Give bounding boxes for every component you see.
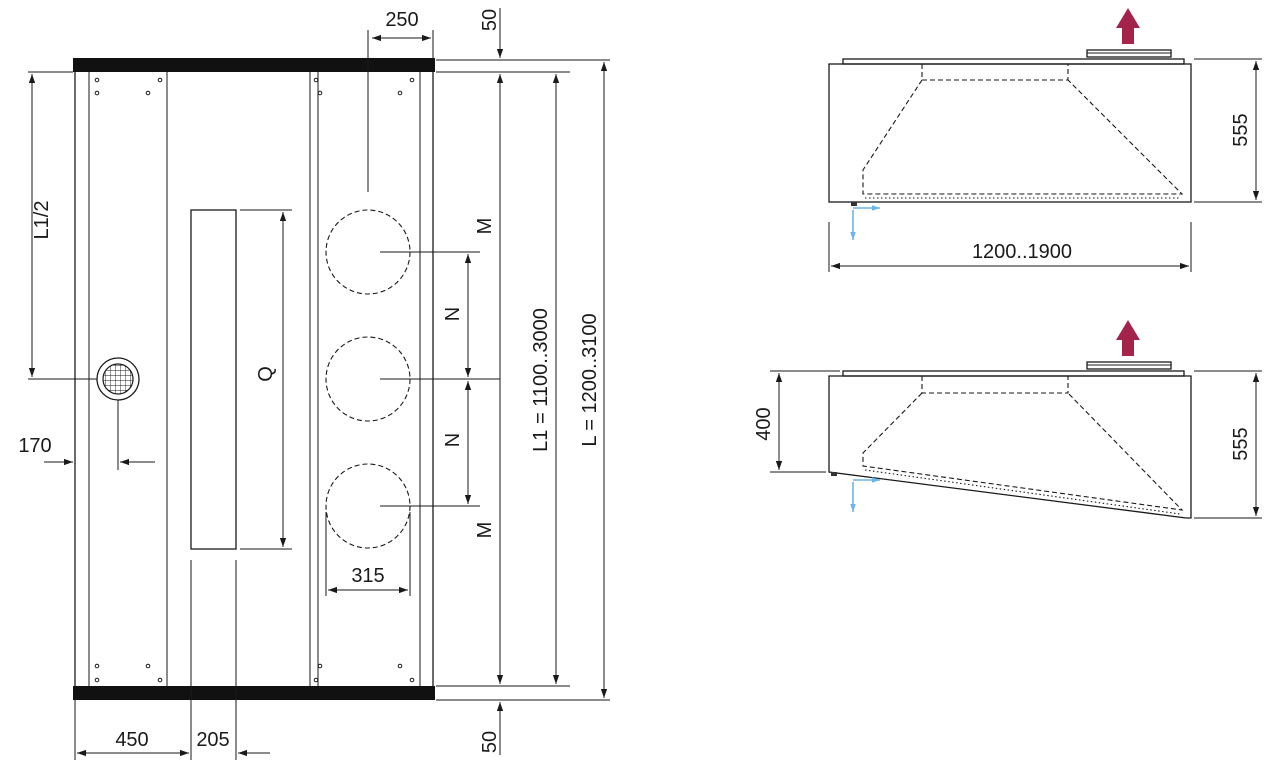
dim-n-1-label: N [442,307,464,321]
top-end-bar [73,58,435,72]
dim-555-label-flat: 555 [1230,113,1252,146]
canopy-body-sloped [828,375,1192,519]
exhaust-arrow-icon [1116,8,1140,44]
dim-205-label: 205 [196,729,229,751]
dim-l-label: L = 1200..3100 [579,313,601,446]
dim-n-2-label: N [442,433,464,447]
light-opening [190,209,237,550]
dim-l1-half-label: L1/2 [31,201,53,240]
exhaust-spigot [96,357,140,401]
screw-holes [94,77,415,683]
dim-50-bottom-label: 50 [479,731,501,753]
dim-m-bottom-label: M [474,522,496,539]
canopy-body-flat [828,63,1192,203]
plan-view: 250 50 50 L1/2 170 450 205 Q 315 M N N M… [18,8,610,760]
dim-50-top-label: 50 [479,9,501,31]
side-view-flat: 555 1200..1900 [828,8,1262,272]
dim-400-label: 400 [753,407,775,440]
dim-315-label: 315 [351,565,384,587]
dim-170-label: 170 [18,435,51,457]
dim-width-label: 1200..1900 [972,241,1072,263]
side-view-sloped: 400 555 [753,320,1262,519]
dim-250-label: 250 [385,9,418,31]
dim-450-label: 450 [115,729,148,751]
dim-555-label-sloped: 555 [1230,427,1252,460]
bottom-end-bar [73,686,435,700]
dim-l1-label: L1 = 1100..3000 [530,308,552,452]
dim-m-top-label: M [474,218,496,235]
dim-q-label: Q [255,366,277,382]
exhaust-arrow-icon-2 [1116,320,1140,356]
